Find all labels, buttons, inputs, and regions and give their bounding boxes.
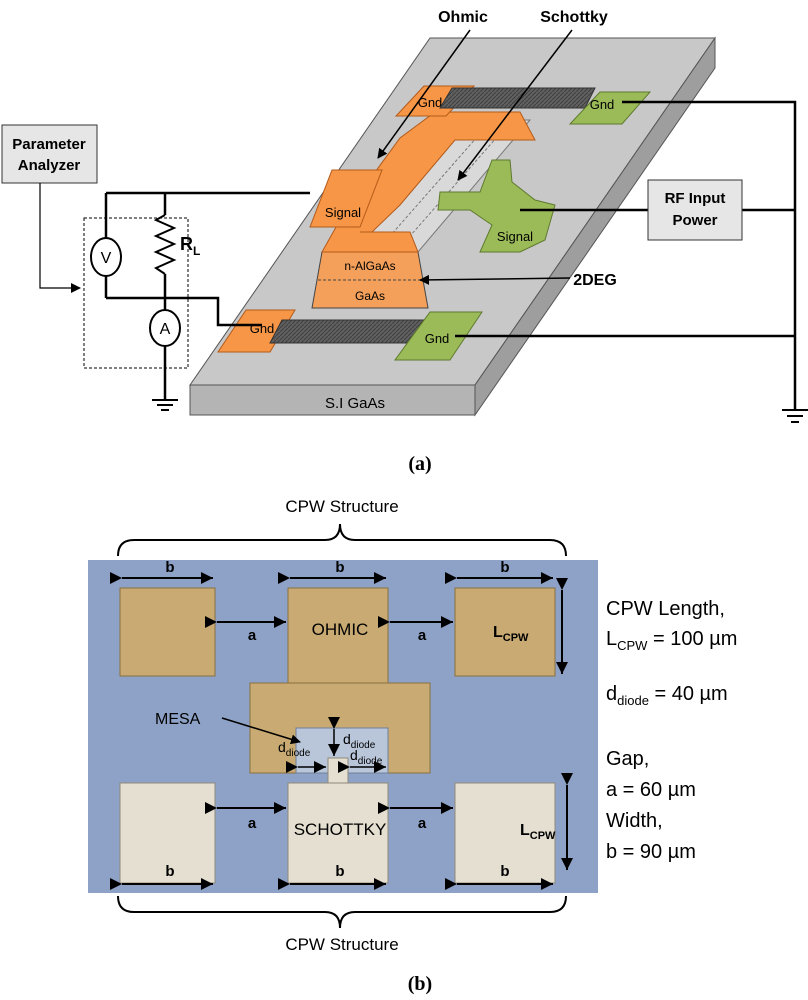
cpw-structure-top: CPW Structure [285, 497, 398, 516]
lcpw-value: LCPW = 100 µm [606, 628, 737, 653]
resistor-label: RL [180, 234, 200, 258]
n-algaas-label: n-AlGaAs [344, 259, 395, 273]
substrate-label: S.I GaAs [325, 395, 385, 412]
ohmic-contact [321, 111, 536, 253]
width-label: Width, [606, 810, 663, 832]
gnd-label-bottom-right: Gnd [425, 331, 450, 346]
ddiode-label-left: ddiode [278, 739, 311, 759]
gnd-label-top-left: Gnd [418, 95, 443, 110]
schottky-finger [327, 757, 349, 785]
measurement-circuit: Parameter Analyzer V A RL [1, 100, 808, 423]
a-label-top-left: a [248, 627, 257, 644]
a-label-bottom-left: a [248, 815, 257, 832]
ddiode-value: ddiode = 40 µm [606, 683, 728, 708]
ddiode-label-right: ddiode [350, 747, 383, 767]
gaas-label: GaAs [355, 289, 385, 303]
cpw-length-label: CPW Length, [606, 598, 725, 620]
bottom-brace [117, 895, 567, 929]
lcpw-label-top: LCPW [493, 624, 529, 644]
parameter-analyzer-label-1: Parameter [12, 136, 86, 153]
parameter-analyzer-box [1, 124, 98, 184]
signal-pad-left [309, 169, 383, 228]
b-label-top-right: b [500, 559, 509, 576]
pad-top-right [454, 587, 556, 677]
b-label-top-center: b [335, 559, 344, 576]
rf-input-power-label-2: Power [672, 212, 717, 229]
micrograph: CPW Structure OHMIC SCHOTTKY b b b a a [88, 497, 598, 954]
gap-label: Gap, [606, 748, 649, 770]
width-value: b = 90 µm [606, 841, 696, 863]
gnd-pad-bottom-right [394, 311, 483, 361]
parameter-analyzer-label-2: Analyzer [18, 157, 81, 174]
caption-a: (a) [408, 453, 431, 475]
mesa-label: MESA [155, 711, 201, 728]
analyzer-dashed-region [83, 217, 189, 369]
gnd-label-bottom-left: Gnd [250, 321, 275, 336]
cpw-structure-bottom: CPW Structure [285, 935, 398, 954]
gnd-strip-bottom [269, 319, 431, 344]
gnd-label-top-right: Gnd [590, 97, 615, 112]
b-label-bottom-left: b [165, 863, 174, 880]
a-label-top-right: a [418, 627, 427, 644]
rf-input-power-label-1: RF Input [665, 190, 726, 207]
pad-top-left [119, 587, 216, 677]
voltmeter [90, 237, 122, 277]
voltmeter-label: V [101, 250, 112, 267]
signal-label-left: Signal [325, 205, 361, 220]
top-brace [117, 523, 567, 557]
b-label-top-left: b [165, 559, 174, 576]
caption-b: (b) [408, 973, 432, 995]
ddiode-label-vertical: ddiode [343, 731, 376, 751]
gap-value: a = 60 µm [606, 779, 696, 801]
ammeter [149, 309, 181, 347]
schottky-callout: Schottky [540, 9, 608, 26]
a-label-bottom-right: a [418, 815, 427, 832]
device-schematic: S.I GaAs n-AlGaAs GaAs Gnd Gnd Signal Si… [189, 9, 716, 417]
ohmic-callout: Ohmic [438, 9, 488, 26]
substrate-side [474, 36, 716, 417]
ohmic-label: OHMIC [312, 620, 369, 639]
pad-bottom-right [454, 782, 556, 884]
pad-top-center [287, 587, 389, 684]
2deg-callout: 2DEG [573, 272, 617, 289]
b-label-bottom-center: b [335, 863, 344, 880]
gnd-pad-top-right [568, 91, 652, 125]
schottky-label: SCHOTTKY [294, 820, 387, 839]
ammeter-label: A [160, 321, 171, 338]
gnd-strip-top [439, 87, 596, 109]
schottky-contact [437, 159, 556, 253]
pad-bottom-left [119, 782, 216, 884]
lcpw-label-bottom: LCPW [520, 822, 556, 842]
b-label-bottom-right: b [500, 863, 509, 880]
parameter-info: CPW Length, LCPW = 100 µm ddiode = 40 µm… [606, 598, 737, 863]
rf-input-power-box [647, 179, 743, 241]
signal-label-right: Signal [497, 229, 533, 244]
